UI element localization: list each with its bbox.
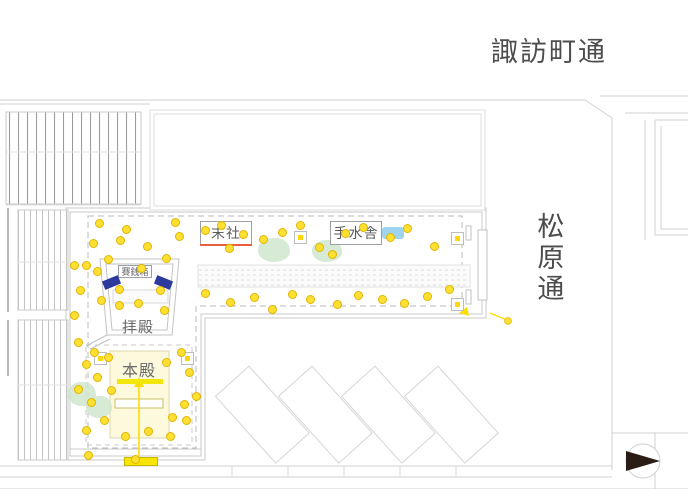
info-marker[interactable] bbox=[451, 232, 464, 245]
visitor-dot[interactable] bbox=[341, 229, 350, 238]
visitor-dot[interactable] bbox=[403, 224, 412, 233]
visitor-dot[interactable] bbox=[250, 293, 259, 302]
visitor-dot[interactable] bbox=[70, 311, 79, 320]
visitor-dot[interactable] bbox=[97, 296, 106, 305]
visitor-dot[interactable] bbox=[143, 242, 152, 251]
visitor-dot[interactable] bbox=[84, 451, 93, 460]
visitor-dot[interactable] bbox=[115, 301, 124, 310]
visitor-dot[interactable] bbox=[225, 244, 234, 253]
visitor-dot[interactable] bbox=[90, 348, 99, 357]
honden-highlight-bar bbox=[117, 379, 163, 384]
visitor-dot[interactable] bbox=[259, 235, 268, 244]
visitor-dot[interactable] bbox=[333, 300, 342, 309]
building-label-honden[interactable]: 本殿 bbox=[122, 361, 157, 380]
visitor-dot[interactable] bbox=[354, 291, 363, 300]
street-label-top: 諏訪町通 bbox=[491, 37, 607, 68]
entrance-marker[interactable] bbox=[124, 457, 158, 466]
marker-dot bbox=[185, 356, 190, 361]
visitor-dot[interactable] bbox=[137, 264, 146, 273]
visitor-dot[interactable] bbox=[386, 233, 395, 242]
visitor-dot[interactable] bbox=[156, 286, 165, 295]
visitor-dot[interactable] bbox=[93, 267, 102, 276]
visitor-dot[interactable] bbox=[104, 255, 113, 264]
visitor-dot[interactable] bbox=[115, 285, 124, 294]
visitor-dot[interactable] bbox=[107, 386, 116, 395]
visitor-dot[interactable] bbox=[445, 285, 454, 294]
visitor-dot[interactable] bbox=[74, 338, 83, 347]
visitor-dot[interactable] bbox=[134, 299, 143, 308]
visitor-dot[interactable] bbox=[131, 455, 140, 464]
visitor-dot[interactable] bbox=[89, 239, 98, 248]
visitor-dot[interactable] bbox=[95, 219, 104, 228]
visitor-dot[interactable] bbox=[175, 232, 184, 241]
visitor-dot[interactable] bbox=[162, 358, 171, 367]
visitor-dot[interactable] bbox=[82, 426, 91, 435]
visitor-dot[interactable] bbox=[144, 427, 153, 436]
visitor-dot[interactable] bbox=[100, 416, 109, 425]
visitor-dot[interactable] bbox=[82, 360, 91, 369]
visitor-dot[interactable] bbox=[400, 299, 409, 308]
visitor-dot[interactable] bbox=[171, 218, 180, 227]
visitor-dot[interactable] bbox=[423, 292, 432, 301]
visitor-dot[interactable] bbox=[82, 261, 91, 270]
visitor-dot[interactable] bbox=[182, 416, 191, 425]
marker-dot bbox=[455, 236, 460, 241]
visitor-dot[interactable] bbox=[226, 298, 235, 307]
visitor-dot[interactable] bbox=[116, 236, 125, 245]
visitor-dot[interactable] bbox=[239, 230, 248, 239]
visitor-dot[interactable] bbox=[70, 261, 79, 270]
visitor-dot[interactable] bbox=[122, 225, 131, 234]
visitor-dot[interactable] bbox=[328, 250, 337, 259]
street-label-right: 松原通 bbox=[532, 212, 564, 305]
visitor-dot[interactable] bbox=[217, 221, 226, 230]
visitor-dot[interactable] bbox=[180, 400, 189, 409]
info-marker[interactable] bbox=[451, 298, 464, 311]
marker-dot bbox=[298, 235, 303, 240]
visitor-dot[interactable] bbox=[74, 385, 83, 394]
visitor-dot[interactable] bbox=[201, 289, 210, 298]
visitor-dot[interactable] bbox=[201, 226, 210, 235]
visitor-dot[interactable] bbox=[160, 306, 169, 315]
marker-dot bbox=[455, 302, 460, 307]
visitor-dot[interactable] bbox=[166, 432, 175, 441]
visitor-dot[interactable] bbox=[430, 242, 439, 251]
visitor-dot[interactable] bbox=[76, 286, 85, 295]
visitor-dot[interactable] bbox=[296, 221, 305, 230]
visitor-dot[interactable] bbox=[192, 392, 201, 401]
visitor-dot[interactable] bbox=[315, 243, 324, 252]
visitor-dot[interactable] bbox=[121, 432, 130, 441]
visitor-dot[interactable] bbox=[268, 305, 277, 314]
visitor-dot[interactable] bbox=[87, 398, 96, 407]
visitor-dot[interactable] bbox=[378, 295, 387, 304]
visitor-dot[interactable] bbox=[306, 295, 315, 304]
visitor-dot[interactable] bbox=[177, 348, 186, 357]
visitor-dot[interactable] bbox=[93, 373, 102, 382]
visitor-dot[interactable] bbox=[104, 353, 113, 362]
building-label-haiden[interactable]: 拝殿 bbox=[122, 318, 155, 336]
marker-dot bbox=[98, 356, 103, 361]
visitor-dot[interactable] bbox=[278, 228, 287, 237]
visitor-dot[interactable] bbox=[162, 254, 171, 263]
visitor-dot[interactable] bbox=[359, 223, 368, 232]
visitor-dot[interactable] bbox=[288, 290, 297, 299]
visitor-dot[interactable] bbox=[185, 368, 194, 377]
info-marker[interactable] bbox=[294, 231, 307, 244]
compass-rose-icon bbox=[625, 443, 661, 479]
visitor-dot[interactable] bbox=[168, 413, 177, 422]
